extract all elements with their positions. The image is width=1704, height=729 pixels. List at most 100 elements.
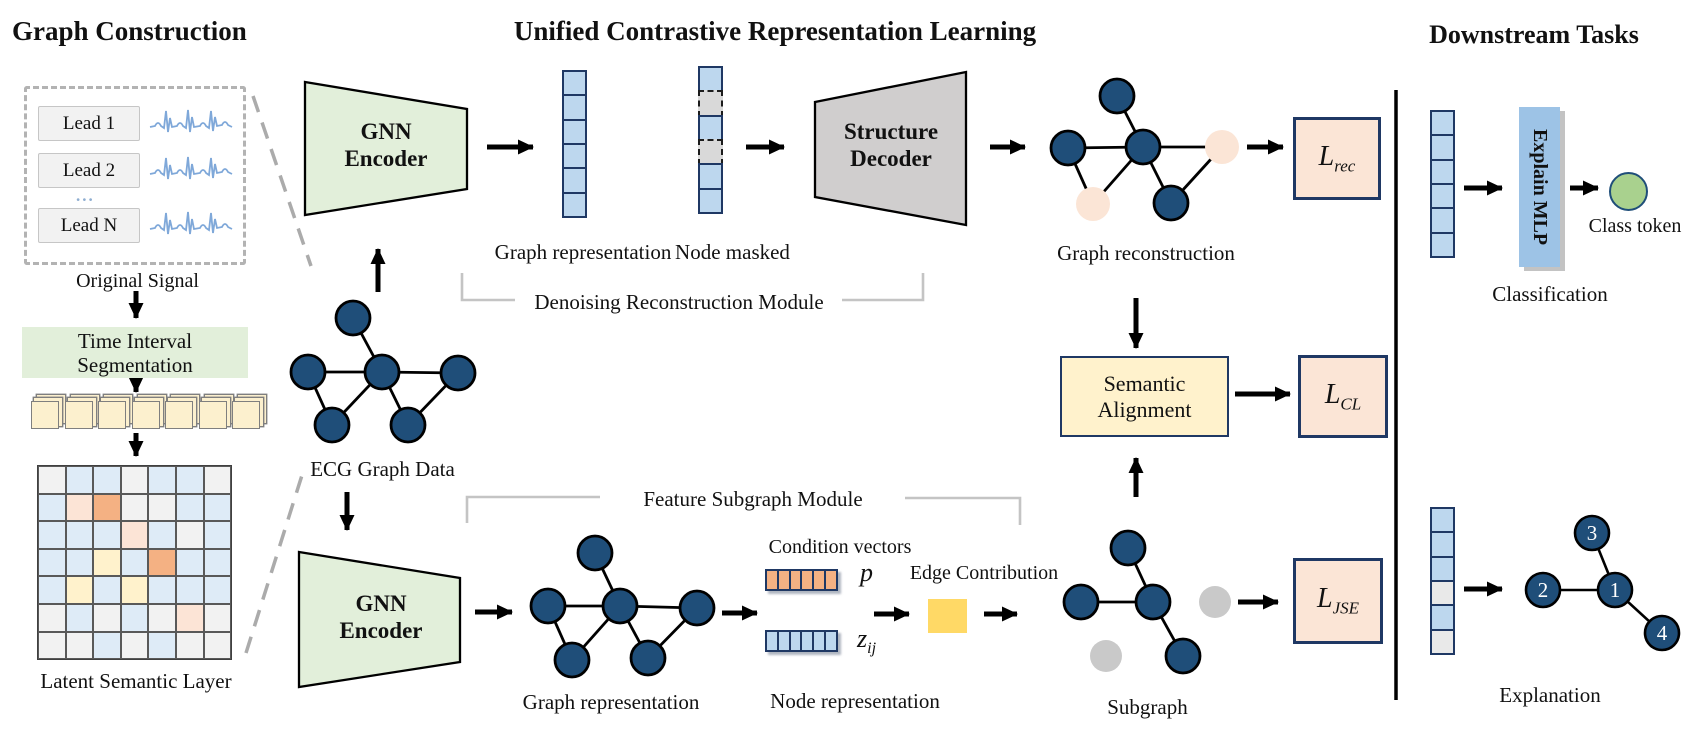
vector-cell [1430,628,1455,656]
condition-vectors-label: Condition vectors [768,536,912,558]
gnn2-line1: GNN [355,591,407,616]
segment-patches [31,401,260,429]
grid-cell [120,521,149,549]
grid-cell [38,548,66,577]
vector-cell [1430,158,1455,186]
segment-patch [31,401,59,429]
loss-cl-label: LCL [1325,379,1361,415]
grid-cell [175,466,204,494]
original-signal-box [24,86,246,265]
vector-cell [1430,507,1455,534]
grid-cell [203,493,232,522]
grid-cell [203,466,232,494]
graph-representation-bottom-label: Graph representation [522,690,700,714]
segment-patch [165,401,193,429]
grid-cell [120,466,149,494]
semantic-line2: Alignment [1097,396,1192,422]
vector-cell [698,90,723,117]
denoising-bracket-left [460,273,515,302]
grid-cell [120,631,149,660]
node-vector-z [765,630,839,652]
lead-1-chip: Lead 1 [38,106,140,141]
denoising-module-label: Denoising Reconstruction Module [534,290,824,314]
vector-cell [824,569,839,591]
latent-grid [37,465,233,661]
grid-cell [93,548,121,577]
structure-decoder-shape [813,70,968,227]
grid-cell [65,548,94,577]
zoom-connector-lines [244,95,313,654]
section-title-ucrl: Unified Contrastive Representation Learn… [513,16,1037,46]
p-symbol: p [860,558,873,587]
grid-cell [148,493,176,522]
grid-cell [175,493,204,522]
loss-jse-sub: JSE [1332,598,1359,618]
vector-cell [698,163,723,190]
vector-cell [562,94,587,121]
vector-cell [1430,182,1455,210]
vector-cell [698,187,723,215]
decoder-line1: Structure [843,119,939,144]
vector-cell [562,191,587,219]
grid-cell [120,493,149,522]
grid-cell [93,603,121,632]
grid-cell [93,631,121,660]
gnn-encoder-top-label: GNN Encoder [330,118,442,172]
reconstructed-node [1205,130,1239,164]
section-title-downstream: Downstream Tasks [1429,20,1639,49]
time-interval-segmentation-box: Time Interval Segmentation [22,327,248,378]
lead-n-label: Lead N [60,214,118,236]
grid-cell [175,576,204,604]
loss-cl-sub: CL [1340,394,1362,414]
vector-cell [1430,579,1455,607]
grid-cell [93,466,121,494]
explain-mlp-label: Explain MLP [1529,128,1551,246]
grid-cell [148,603,176,632]
explanation-graph [1524,514,1681,652]
explanation-label: Explanation [1499,683,1601,707]
vector-cell [1430,231,1455,259]
loss-rec-box: Lrec [1293,117,1381,200]
loss-jse-base: L [1316,583,1333,615]
edge-contribution-label: Edge Contribution [909,562,1059,584]
vector-cell [1430,207,1455,234]
grid-cell [38,521,66,549]
graph-reconstruction [1049,77,1239,222]
flow-arrows [128,139,1599,622]
gnn2-line2: Encoder [339,618,423,643]
vector-cell [1430,134,1455,161]
loss-rec-label: Lrec [1319,141,1356,177]
lead-2-label: Lead 2 [62,159,116,181]
segment-patch [131,401,160,429]
grid-cell [65,603,94,632]
vector-cell [824,630,839,652]
loss-rec-base: L [1318,140,1335,172]
module-brackets [460,273,1022,525]
grid-cell [93,576,121,604]
vector-cell [1430,110,1455,137]
explanation-node-1: 1 [1609,578,1621,602]
condition-vector-p [765,569,839,591]
grid-cell [93,521,121,549]
segmentation-line2: Segmentation [77,352,193,377]
grid-cell [38,493,66,522]
grid-cell [175,521,204,549]
latent-semantic-label: Latent Semantic Layer [40,669,232,693]
vector-cell [562,118,587,146]
denoising-bracket-right [842,273,925,302]
grid-cell [65,466,94,494]
explanation-vector [1430,507,1455,656]
z-sub: ij [867,640,877,658]
grid-cell [38,576,66,604]
reconstructed-node [1076,187,1110,221]
classification-vector [1430,110,1455,259]
lead-n-chip: Lead N [38,208,140,243]
edge-contribution-square [928,599,967,633]
vector-cell [1430,555,1455,583]
grid-cell [148,521,176,549]
explanation-node-2: 2 [1537,578,1549,602]
grid-cell [175,548,204,577]
grid-cell [148,466,176,494]
grid-cell [148,576,176,604]
